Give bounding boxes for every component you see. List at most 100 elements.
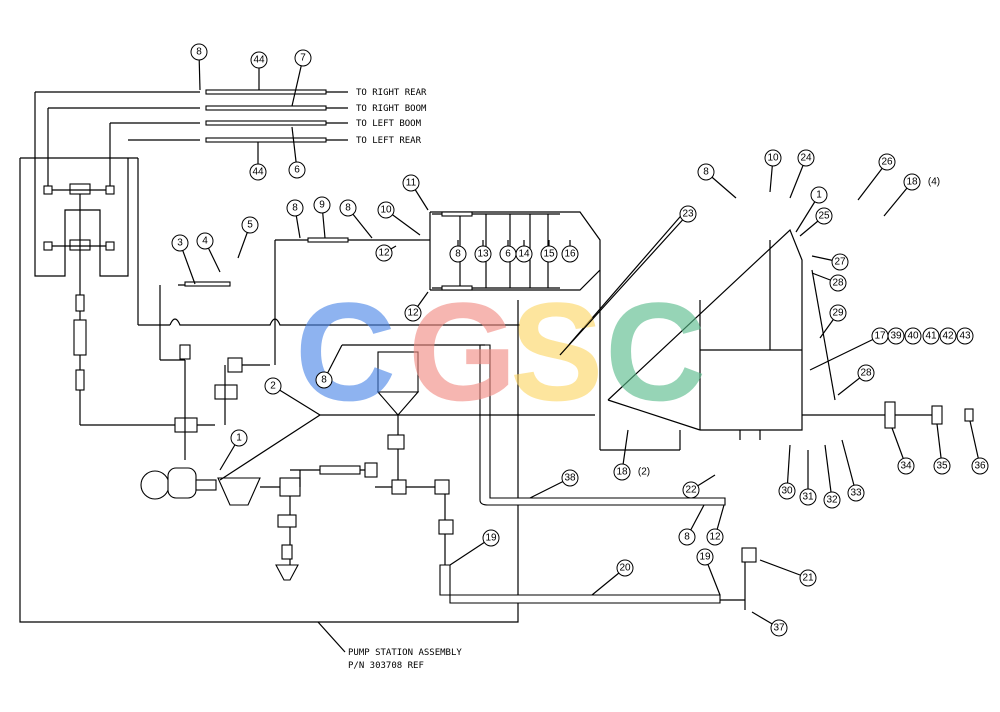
callout-circle — [904, 327, 922, 345]
outlet-hoses — [205, 89, 348, 143]
callout-21: 8 — [697, 163, 737, 199]
callout-circle — [402, 174, 420, 192]
callout-circle — [377, 201, 395, 219]
callout-number: 6 — [294, 165, 300, 176]
callout-number: 39 — [890, 331, 902, 342]
callout-30: 28 — [811, 272, 847, 292]
callout-15: 8 — [449, 240, 467, 263]
callout-number: 27 — [834, 257, 846, 268]
callout-number: 18 — [906, 177, 918, 188]
callout-number: 9 — [319, 200, 325, 211]
callout-number: 12 — [709, 532, 721, 543]
callout-0: 8 — [190, 43, 208, 91]
callout-23: 24 — [789, 149, 815, 199]
callout-9: 9 — [313, 196, 331, 239]
callout-number: 43 — [959, 331, 971, 342]
callout-46: 12 — [706, 504, 725, 546]
callout-number: 12 — [407, 308, 419, 319]
callout-circle — [829, 304, 847, 322]
assembly-note-line2: P/N 303708 REF — [348, 661, 424, 671]
callout-58: 37 — [751, 611, 788, 637]
strainer-assembly — [375, 351, 757, 610]
callout-number: 8 — [196, 47, 202, 58]
callout-number: 10 — [380, 205, 392, 216]
pump — [140, 462, 378, 581]
callout-number: 3 — [177, 238, 183, 249]
watermark: C G S C — [295, 273, 706, 430]
callout-circle — [250, 51, 268, 69]
callout-number: 44 — [253, 55, 265, 66]
callout-35: 41 — [922, 327, 940, 345]
callout-circle — [540, 245, 558, 263]
callout-32: 17 — [809, 327, 889, 371]
callout-number: 1 — [236, 433, 242, 444]
callout-13: 12 — [375, 244, 397, 262]
callout-number: 37 — [773, 623, 785, 634]
callout-number: 33 — [850, 488, 862, 499]
callout-circle — [679, 205, 697, 223]
callout-56: 19 — [696, 548, 721, 596]
callout-circle — [449, 245, 467, 263]
callout-circle — [171, 234, 189, 252]
callout-leader — [759, 559, 809, 579]
callout-qty: (4) — [928, 177, 940, 188]
callout-51: 34 — [891, 427, 915, 475]
callout-circle — [922, 327, 940, 345]
callout-number: 19 — [485, 533, 497, 544]
callout-number: 2 — [270, 381, 276, 392]
callout-41: 1 — [219, 429, 248, 471]
callout-circle — [770, 619, 788, 637]
callout-number: 32 — [826, 495, 838, 506]
callout-number: 28 — [832, 278, 844, 289]
callout-circle — [903, 173, 921, 191]
callout-36: 42 — [939, 327, 957, 345]
callout-number: 23 — [682, 209, 694, 220]
hose-right-boom — [205, 105, 327, 111]
callout-circle — [815, 207, 833, 225]
callout-48: 31 — [799, 450, 817, 506]
callout-12: 11 — [402, 174, 429, 211]
callout-17: 6 — [499, 240, 517, 263]
callout-circle — [613, 463, 631, 481]
callout-circle — [831, 253, 849, 271]
callout-number: 41 — [925, 331, 937, 342]
callout-number: 31 — [802, 492, 814, 503]
callout-number: 8 — [292, 203, 298, 214]
callout-27: 23 — [559, 205, 697, 356]
callout-number: 15 — [543, 249, 555, 260]
callout-25: 26 — [857, 153, 896, 201]
callout-number: 20 — [619, 563, 631, 574]
callout-52: 35 — [933, 423, 951, 475]
callout-circle — [706, 528, 724, 546]
callout-number: 28 — [860, 368, 872, 379]
callout-number: 4 — [202, 236, 208, 247]
hose-20 — [439, 564, 721, 604]
callout-1: 44 — [250, 51, 268, 90]
callout-53: 36 — [969, 420, 989, 475]
hose-38 — [479, 344, 726, 506]
callout-leader — [841, 439, 857, 494]
callout-3: 6 — [288, 126, 306, 179]
callout-7: 5 — [237, 216, 259, 259]
callout-number: 19 — [699, 552, 711, 563]
callout-circle — [897, 457, 915, 475]
callout-circle — [939, 327, 957, 345]
callout-42: 38 — [529, 469, 579, 499]
callout-18: 14 — [515, 240, 533, 263]
callout-circle — [286, 199, 304, 217]
callout-34: 40 — [904, 327, 922, 345]
callout-leader — [559, 213, 689, 356]
callout-circle — [799, 569, 817, 587]
hose-left-boom — [205, 120, 327, 126]
callout-circle — [887, 327, 905, 345]
callout-circle — [339, 199, 357, 217]
callout-54: 19 — [449, 529, 500, 566]
callout-number: 1 — [816, 190, 822, 201]
callout-number: 8 — [684, 532, 690, 543]
callout-37: 43 — [956, 327, 974, 345]
callout-number: 13 — [477, 249, 489, 260]
callout-49: 32 — [823, 444, 841, 509]
outlet-label-left-rear: TO LEFT REAR — [356, 136, 422, 146]
callout-circle — [561, 245, 579, 263]
